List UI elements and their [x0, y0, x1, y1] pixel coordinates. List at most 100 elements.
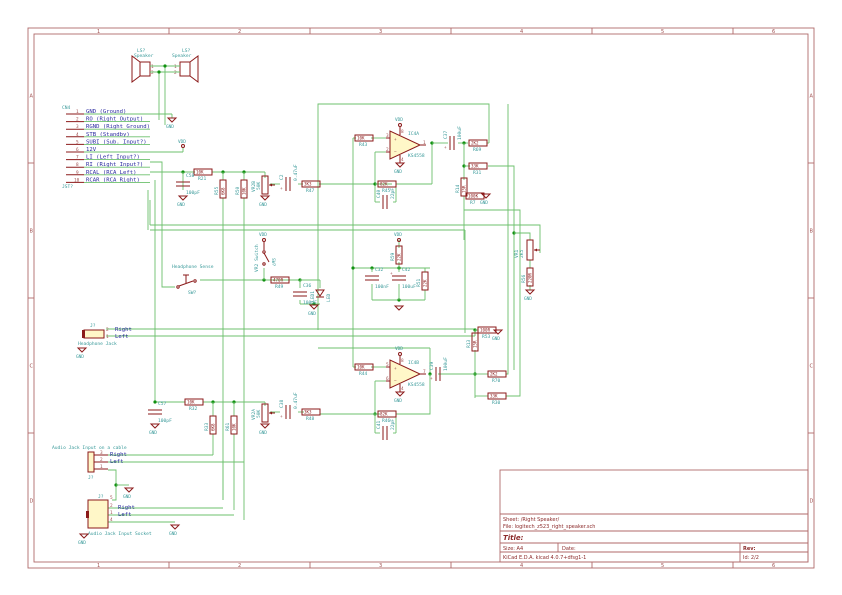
- capacitor-ref: C37: [443, 130, 449, 139]
- pin-number: 2: [110, 503, 113, 509]
- speaker-left[interactable]: LS? Speaker 1 2: [131, 48, 154, 83]
- resistor-ref: R31: [473, 170, 482, 176]
- capacitor-ref: C41: [376, 420, 382, 429]
- gnd-symbol: GND: [177, 195, 189, 208]
- opamp-value: KS4558: [408, 382, 425, 388]
- pin-number: 6: [76, 147, 79, 153]
- gnd-label: GND: [166, 124, 174, 130]
- net-label: RGND (Right Ground): [86, 124, 150, 130]
- resistor-value: 33K: [490, 394, 498, 399]
- resistor-ref: R44: [359, 371, 368, 377]
- resistor-value: 2K2: [490, 372, 498, 377]
- capacitor-value: 100uF: [443, 357, 449, 371]
- column-marker: 6: [772, 29, 775, 35]
- pin-number: 2: [100, 457, 103, 463]
- resistor-value: 220R: [528, 272, 533, 283]
- audio-jack-cable[interactable]: Audio Jack Input on a cable321RightLeftJ…: [52, 445, 127, 481]
- size-label: Size: A4: [503, 546, 523, 552]
- speaker-value: Speaker: [172, 53, 192, 59]
- pin-number: 1: [106, 334, 109, 340]
- gnd-symbol: GND: [308, 304, 320, 317]
- pin-plus: +: [394, 367, 397, 372]
- opamp-value: KS4558: [408, 153, 425, 159]
- capacitor-value: 0.47uF: [293, 392, 299, 409]
- capacitor-value: 100nF: [375, 284, 389, 290]
- pin-number: 4: [401, 157, 404, 163]
- pin-number: 10: [74, 177, 80, 183]
- net-label: RO (Right Output): [86, 117, 143, 123]
- pin-number: 8: [401, 358, 404, 364]
- net-label: 12V: [86, 147, 97, 153]
- pin-plus: +: [394, 138, 397, 143]
- gnd-symbol: [393, 305, 405, 311]
- connector-pin[interactable]: 6 12V: [66, 147, 150, 153]
- pin-number: 3: [100, 450, 103, 456]
- speaker-right[interactable]: LS? Speaker 1 2: [172, 48, 199, 83]
- resistor-value: 100R: [480, 328, 491, 333]
- gnd-label: GND: [78, 540, 86, 546]
- capacitor-ref: C40: [376, 189, 382, 198]
- gnd-symbol: GND: [480, 193, 492, 206]
- gnd-label: GND: [149, 430, 157, 436]
- audio-jack-wires: [108, 454, 244, 523]
- net-label-right: Right: [110, 452, 127, 458]
- vdd-label: VDD: [178, 139, 186, 145]
- pin-number: 5: [386, 362, 389, 368]
- capacitor-value: 100nF: [303, 300, 317, 306]
- connector-ref: CN4: [62, 105, 71, 111]
